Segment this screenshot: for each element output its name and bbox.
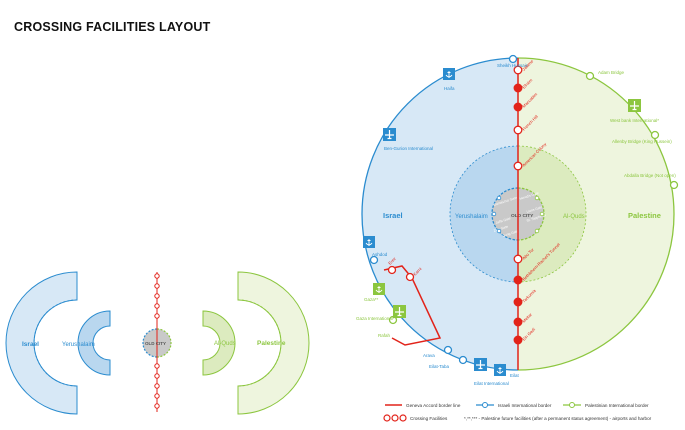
facility-label: Rafah bbox=[378, 333, 391, 338]
facility-label: Eilat International bbox=[474, 381, 509, 386]
old-city-small-blue-edge bbox=[142, 328, 158, 358]
small-alquds-label: Al-Quds bbox=[214, 341, 236, 347]
facility-label: Sheikh Hussain bbox=[497, 63, 529, 68]
facility-label: Gaza** bbox=[364, 297, 379, 302]
facility-label: Allenby Bridge (King Hussein) bbox=[612, 139, 672, 144]
palestine-facility-labels: Adam Bridge West bank International* All… bbox=[356, 70, 676, 338]
facility-label: Ashdod bbox=[372, 252, 388, 257]
gate-label: Zion Gate bbox=[493, 225, 509, 233]
legend: Geneva Accord border line Israeli Intern… bbox=[383, 402, 652, 422]
facility-label: Haifa bbox=[444, 86, 455, 91]
yerushalaim-label: Yerushalaim bbox=[455, 214, 488, 220]
anchor-icon bbox=[494, 364, 506, 376]
airplane-icon bbox=[383, 128, 396, 141]
border-crossing-markers bbox=[387, 65, 523, 345]
legend-geneva-label: Geneva Accord border line bbox=[406, 403, 461, 408]
anchor-icon bbox=[373, 283, 385, 295]
gate-label: St. Stephen's bbox=[526, 213, 547, 223]
israel-facility-labels: Haifa Ben-Gurion International Ashdod Ar… bbox=[372, 63, 529, 386]
facility-label: Gaza International** bbox=[356, 316, 397, 321]
airplane-icon bbox=[393, 305, 406, 318]
legend-crossing-label: Crossing Facilities bbox=[410, 416, 448, 421]
facility-label: Eilat bbox=[510, 373, 520, 378]
israel-label: Israel bbox=[383, 211, 403, 220]
facility-label: Adam Bridge bbox=[598, 70, 625, 75]
airplane-icon bbox=[474, 358, 487, 371]
crossing-label: Karni bbox=[412, 266, 422, 276]
main-diagram: OLD CITY Damascus Gate Herod's Gate Jaff… bbox=[356, 54, 679, 386]
crossing-label: Erez bbox=[387, 256, 397, 266]
page-title: CROSSING FACILITIES LAYOUT bbox=[14, 20, 211, 34]
old-city-gates: Damascus Gate Herod's Gate Jaffa Gate Li… bbox=[493, 191, 547, 238]
small-palestine-label: Palestine bbox=[257, 340, 286, 347]
legend-crossing-swatch bbox=[383, 414, 407, 422]
alquds-area bbox=[518, 146, 586, 282]
yerushalaim-half-ring bbox=[77, 310, 111, 376]
gate-label: Damascus Gate bbox=[493, 196, 517, 207]
gate-label: Lions Gate bbox=[526, 205, 543, 214]
small-israel-label: Israel bbox=[22, 341, 39, 348]
old-city-small-green-edge bbox=[156, 328, 172, 358]
gate-label: Herod's Gate bbox=[519, 191, 539, 201]
legend-israeli-label: Israeli International border bbox=[498, 403, 552, 408]
anchor-icon bbox=[443, 68, 455, 80]
gate-label: Jaffa Gate bbox=[495, 216, 511, 225]
small-crossings bbox=[154, 273, 160, 409]
legend-palestinian-marker bbox=[569, 402, 575, 408]
legend-future-note: *,**,*** - Palestine future facilities (… bbox=[464, 416, 652, 421]
gate-label: Dung Gate bbox=[502, 229, 519, 238]
gaza-border-line bbox=[383, 265, 442, 346]
legend-israeli-marker bbox=[482, 402, 488, 408]
alquds-label: Al-Quds bbox=[563, 214, 585, 220]
facility-label: Ben-Gurion International bbox=[384, 146, 433, 151]
israel-area bbox=[362, 58, 518, 370]
airplane-icon bbox=[628, 99, 641, 112]
gate-markers bbox=[491, 195, 545, 234]
facility-label: Arava bbox=[423, 353, 435, 358]
facility-label-text: Ben-Gurion International bbox=[384, 146, 433, 151]
anchor-icon bbox=[363, 236, 375, 248]
exploded-diagram: Israel Yerushalaim OLD CITY Al-Quds Pale… bbox=[5, 271, 310, 415]
small-yerushalaim-label: Yerushalaim bbox=[62, 342, 95, 348]
alquds-half-ring bbox=[202, 310, 236, 376]
legend-palestinian-label: Palestinian International border bbox=[585, 403, 649, 408]
old-city-label: OLD CITY bbox=[511, 213, 534, 219]
palestine-area bbox=[518, 58, 674, 370]
facility-label: West bank International* bbox=[610, 118, 659, 123]
facility-label: Eilat-Taba bbox=[429, 364, 450, 369]
yerushalaim-area bbox=[450, 146, 518, 282]
palestine-label: Palestine bbox=[628, 211, 661, 220]
facility-label: Abdalla Bridge (Not open) bbox=[624, 173, 676, 178]
small-oldcity-label: OLD CITY bbox=[145, 341, 166, 346]
